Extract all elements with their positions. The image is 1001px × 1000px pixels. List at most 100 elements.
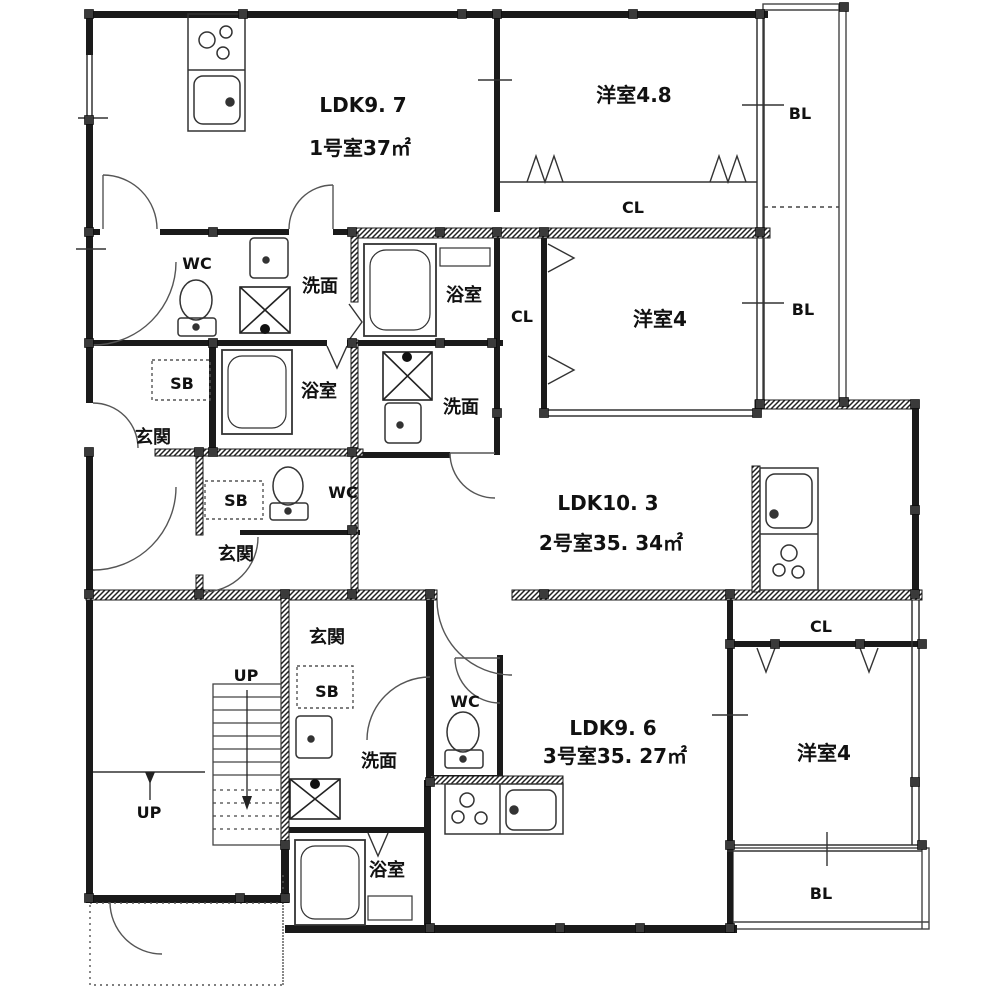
kitchen-unit3 xyxy=(444,783,564,835)
label-western-room-4-bottom: 洋室4 xyxy=(797,741,851,765)
window-walls xyxy=(85,18,922,852)
entrance-porch xyxy=(89,902,284,986)
bathtub-unit1 xyxy=(221,349,293,435)
washbasin-unit3 xyxy=(295,715,333,759)
label-shoebox-unit3: SB xyxy=(315,682,339,701)
label-bathroom-unit2: 浴室 xyxy=(446,284,482,306)
label-wc-unit2: WC xyxy=(328,483,357,502)
label-closet-top: CL xyxy=(622,198,644,217)
wall-post xyxy=(208,447,218,457)
wall-post xyxy=(752,408,762,418)
wall-post xyxy=(84,338,94,348)
label-washroom-unit1: 洗面 xyxy=(302,275,338,297)
bathtub-unit3 xyxy=(294,839,413,926)
label-wc-unit1: WC xyxy=(182,254,211,273)
label-balcony-top: BL xyxy=(789,104,811,123)
stairs-up-arrowhead xyxy=(145,772,155,784)
bath-shelf xyxy=(367,895,413,921)
room-labels: LDK9. 7 1号室37㎡ 洋室4.8 BL CL WC 洗面 浴室 CL 洋… xyxy=(135,83,851,903)
label-entrance-unit3: 玄関 xyxy=(309,626,345,648)
label-wc-unit3: WC xyxy=(450,692,479,711)
wall-post xyxy=(770,639,780,649)
label-washroom-unit3: 洗面 xyxy=(361,750,397,772)
wall-post xyxy=(208,227,218,237)
toilet-unit3 xyxy=(444,711,484,769)
wall-post xyxy=(84,9,94,19)
wall-post xyxy=(755,399,765,409)
walls-solid xyxy=(86,11,924,933)
label-entrance-unit1: 玄関 xyxy=(135,426,171,448)
toilet-unit1 xyxy=(177,279,217,337)
balcony-top-right xyxy=(762,3,847,403)
wall-post xyxy=(84,447,94,457)
window-ticks xyxy=(76,79,828,866)
wall-post xyxy=(725,589,735,599)
wall-post xyxy=(347,338,357,348)
label-area-unit2: 2号室35. 34㎡ xyxy=(539,531,683,555)
wall-post xyxy=(539,227,549,237)
stove-burner xyxy=(459,792,475,808)
wall-post xyxy=(425,923,435,933)
label-balcony-mid: BL xyxy=(792,300,814,319)
shoe-box-unit1 xyxy=(151,359,211,401)
label-closet-mid: CL xyxy=(511,307,533,326)
wall-post xyxy=(839,397,849,407)
wall-post xyxy=(425,589,435,599)
kitchen-unit1 xyxy=(187,13,246,132)
washer-pan-unit1 xyxy=(239,286,291,334)
closet-marks xyxy=(326,153,879,858)
wall-post xyxy=(910,399,920,409)
washbasin-unit1 xyxy=(249,237,289,279)
wall-post xyxy=(84,893,94,903)
wall-post xyxy=(725,639,735,649)
wall-post xyxy=(280,893,290,903)
wall-post xyxy=(635,923,645,933)
wall-post xyxy=(84,115,94,125)
stairs-down-arrowhead xyxy=(242,796,252,810)
label-closet-bottom: CL xyxy=(810,617,832,636)
wall-post xyxy=(280,840,290,850)
washer-pan-unit3 xyxy=(289,778,341,820)
wall-post xyxy=(347,447,357,457)
wall-post xyxy=(725,840,735,850)
wall-post xyxy=(725,923,735,933)
wall-post xyxy=(194,447,204,457)
stove-burner xyxy=(780,544,798,562)
wall-post xyxy=(238,9,248,19)
bath-shelf xyxy=(439,247,491,267)
label-area-unit1: 1号室37㎡ xyxy=(309,136,411,160)
wall-post xyxy=(917,639,927,649)
wall-post xyxy=(457,9,467,19)
stove-burner xyxy=(198,31,216,49)
wall-post xyxy=(492,227,502,237)
wall-post xyxy=(347,525,357,535)
label-shoebox-unit1: SB xyxy=(170,374,194,393)
shoe-box-unit3 xyxy=(296,665,354,709)
label-shoebox-unit2: SB xyxy=(224,491,248,510)
label-washroom-unit2: 洗面 xyxy=(443,396,479,418)
wall-post xyxy=(539,408,549,418)
label-western-room-48: 洋室4.8 xyxy=(596,83,671,107)
kitchen-sink xyxy=(505,789,557,831)
wall-post xyxy=(555,923,565,933)
wall-post xyxy=(208,338,218,348)
kitchen-sink xyxy=(765,473,813,529)
wall-post xyxy=(492,9,502,19)
kitchen-unit2 xyxy=(759,467,819,591)
label-ldk-unit2: LDK10. 3 xyxy=(557,491,658,515)
wall-post xyxy=(435,227,445,237)
label-ldk-unit1: LDK9. 7 xyxy=(319,93,406,117)
wall-post xyxy=(492,408,502,418)
doors xyxy=(92,174,513,955)
staircase xyxy=(145,683,282,846)
label-area-unit3: 3号室35. 27㎡ xyxy=(543,744,687,768)
label-western-room-4-mid: 洋室4 xyxy=(633,307,687,331)
wall-post xyxy=(910,589,920,599)
label-up-top: UP xyxy=(234,666,259,685)
label-balcony-bottom: BL xyxy=(810,884,832,903)
wall-post xyxy=(855,639,865,649)
wall-post xyxy=(917,840,927,850)
wall-post xyxy=(487,338,497,348)
